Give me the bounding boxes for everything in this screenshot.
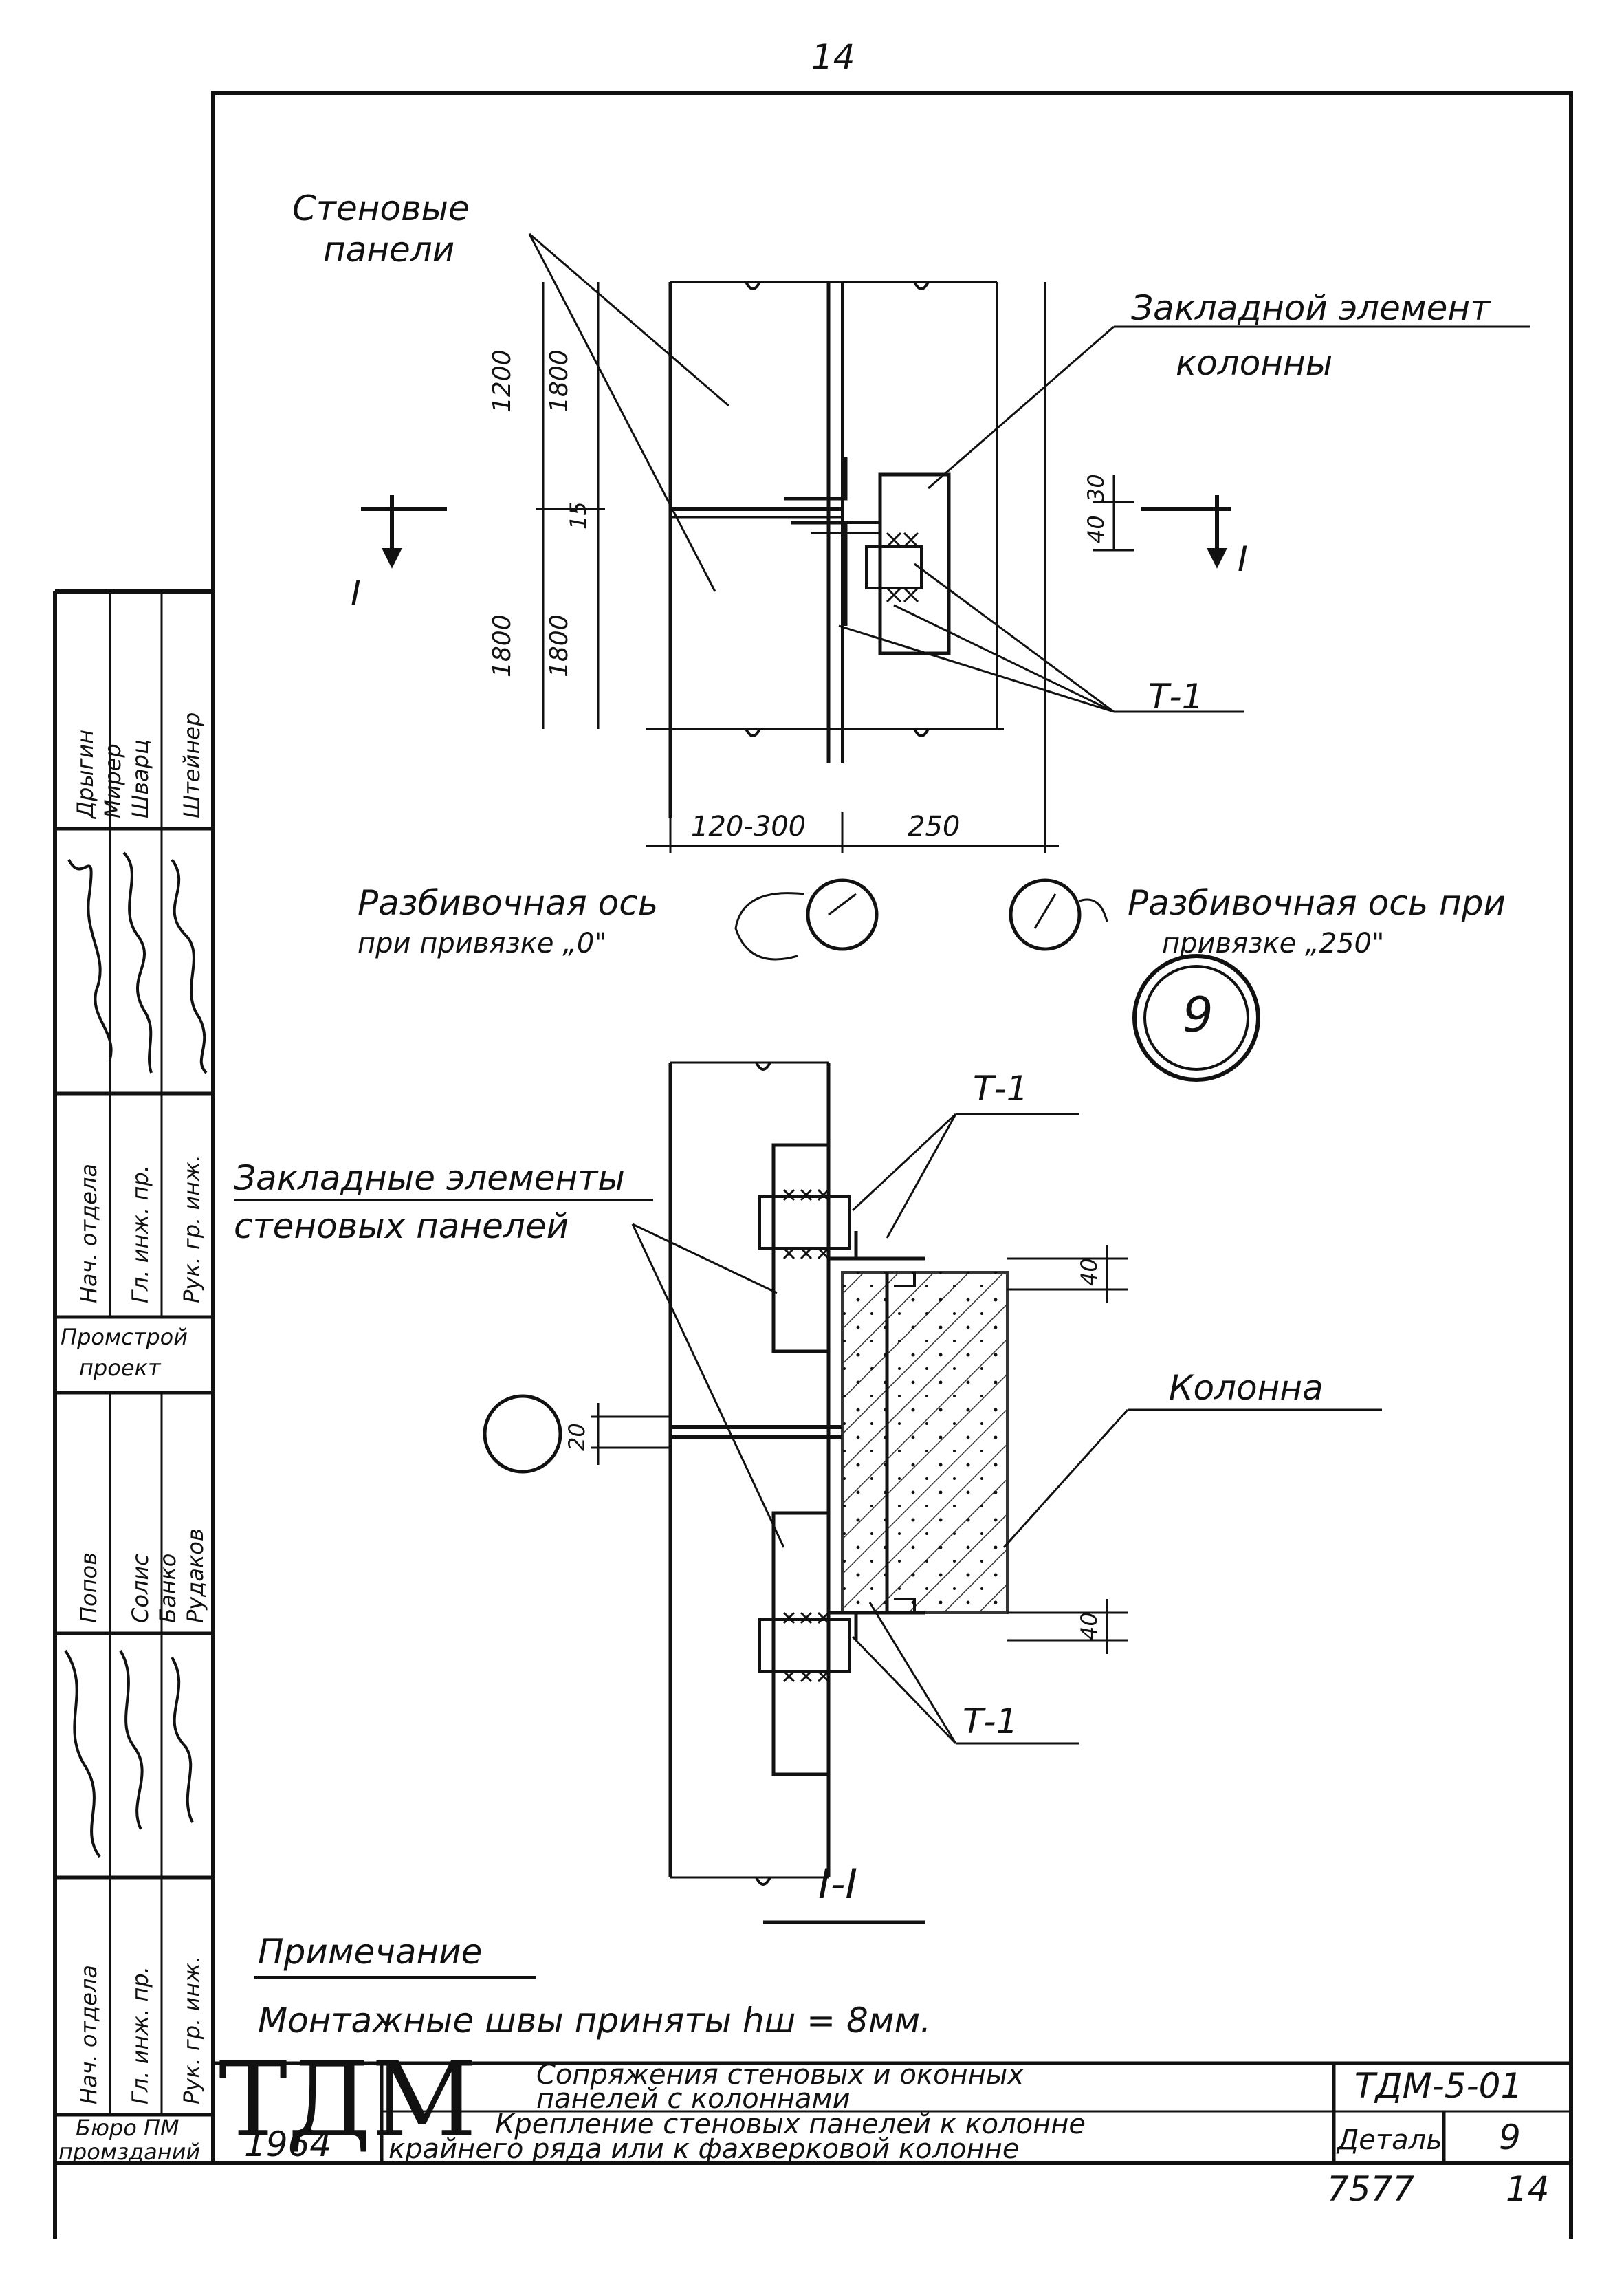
section-mark-left: I [351, 574, 361, 613]
dim-1800-a: 1800 [488, 614, 516, 677]
label-t1-plan: Т-1 [1148, 677, 1203, 717]
plan-leaders [528, 232, 1530, 713]
dim-40-section-top: 40 [1076, 1258, 1102, 1286]
dim-1800-b: 1800 [545, 614, 573, 677]
sheet-number: 7577 [1327, 2169, 1414, 2209]
stamp-name-lower-3: Банко [155, 1554, 181, 1623]
detail-circle-number: 9 [1183, 987, 1214, 1043]
dim-40-section-bot: 40 [1076, 1612, 1102, 1640]
label-column-embed-1: Закладной элемент [1131, 288, 1491, 328]
dim-40: 40 [1083, 515, 1109, 543]
title-top-line1: Сопряжения стеновых и оконных [536, 2059, 1024, 2091]
stamp-org-bottom-1: Бюро ПМ [76, 2115, 179, 2141]
label-column-embed-2: колонны [1176, 343, 1332, 383]
stamp-org-top-2: проект [79, 1355, 162, 1381]
stamp-name-upper-1: Дрыгин [72, 730, 98, 820]
note-title: Примечание [258, 1932, 482, 1972]
label-axis-0-2: при привязке „0" [358, 928, 607, 959]
label-wall-panels-2: панели [323, 230, 454, 270]
stamp-role-upper-2: Гл. инж. пр. [127, 1165, 153, 1303]
stamp-org-top-1: Промстрой [61, 1324, 188, 1350]
label-wall-panels-1: Стеновые [292, 188, 470, 228]
title-block-logo: ТДМ [219, 2040, 477, 2160]
stamp-name-upper-3: Шварц [127, 739, 153, 818]
stamp-role-upper-1: Нач. отдела [76, 1164, 102, 1303]
title-top-line2: панелей с колоннами [536, 2083, 851, 2115]
stamp-role-lower-2: Гл. инж. пр. [127, 1966, 153, 2104]
top-page-number: 14 [811, 37, 855, 77]
column-concrete-dots [842, 1272, 1007, 1613]
stamp-name-upper-2: Мирер [100, 743, 126, 818]
label-axis-0-1: Разбивочная ось [358, 883, 658, 923]
section-view [668, 1061, 925, 1886]
drawing-code: ТДМ-5-01 [1354, 2066, 1522, 2106]
title-bottom-line1: Крепление стеновых панелей к колонне [495, 2109, 1086, 2140]
title-block-year: 1964 [244, 2124, 331, 2164]
detail-value: 9 [1499, 2118, 1521, 2157]
stamp-name-lower-2: Солис [127, 1554, 153, 1623]
stamp-name-upper-4: Штейнер [179, 712, 205, 818]
plan-view [646, 281, 1046, 846]
dim-1800-top: 1800 [545, 349, 573, 413]
label-t1-sec-top: Т-1 [973, 1069, 1028, 1109]
stamp-role-upper-3: Рук. гр. инж. [179, 1155, 205, 1303]
label-axis-250-1: Разбивочная ось при [1128, 883, 1506, 923]
title-block-frame [213, 2061, 1571, 2163]
label-panel-embeds-1: Закладные элементы [234, 1158, 625, 1198]
signatures [64, 851, 208, 1858]
stamp-name-lower-4: Рудаков [182, 1528, 208, 1623]
dim-250: 250 [908, 811, 960, 842]
label-axis-250-2: привязке „250" [1162, 928, 1384, 959]
label-column: Колонна [1169, 1368, 1324, 1408]
note-text: Монтажные швы приняты hш = 8мм. [258, 2001, 931, 2040]
section-joints [483, 1245, 1128, 1654]
stamp-org-bottom-2: промзданий [58, 2139, 200, 2165]
label-panel-embeds-2: стеновых панелей [234, 1206, 569, 1246]
page-number-bottom: 14 [1506, 2169, 1550, 2209]
plan-dimensions [536, 282, 1134, 853]
axis-circles [734, 878, 1260, 1082]
sheet-frame [53, 91, 1573, 2239]
stamp-name-lower-1: Попов [76, 1552, 102, 1623]
section-title: I-I [818, 1860, 857, 1908]
stamp-role-lower-1: Нач. отдела [76, 1965, 102, 2104]
detail-label: Деталь [1336, 2124, 1442, 2156]
stamp-role-lower-3: Рук. гр. инж. [179, 1956, 205, 2104]
title-bottom-line2: крайнего ряда или к фахверковой колонне [388, 2133, 1019, 2165]
section-mark-right: I [1238, 539, 1248, 579]
section-leaders [234, 1113, 1382, 1745]
label-t1-sec-bot: Т-1 [963, 1701, 1018, 1741]
dim-15: 15 [565, 501, 591, 530]
dim-30: 30 [1083, 474, 1109, 502]
dim-20: 20 [564, 1423, 590, 1451]
section-marks [361, 495, 1231, 569]
dim-120-300: 120-300 [691, 811, 806, 842]
dim-1200-top: 1200 [488, 349, 516, 413]
stamp-frame [55, 591, 213, 2117]
